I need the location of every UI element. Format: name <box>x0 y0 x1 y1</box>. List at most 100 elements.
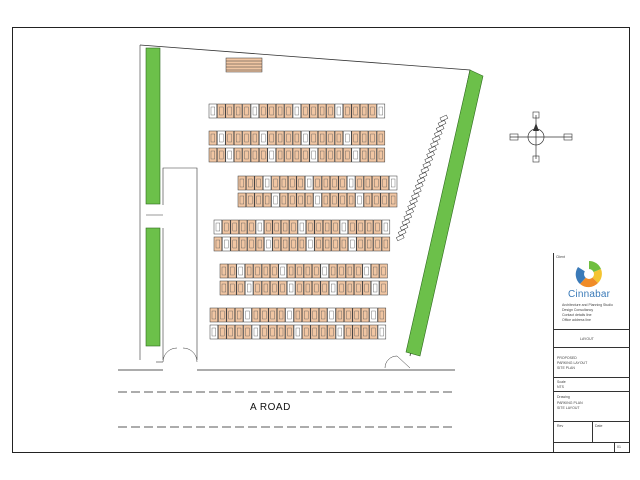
parking-stall <box>271 175 280 191</box>
parking-stall <box>339 236 349 252</box>
car-outline <box>287 327 292 337</box>
car-outline <box>210 106 215 116</box>
parking-stall <box>217 147 226 163</box>
parking-stall <box>301 130 310 146</box>
parking-stall <box>379 263 388 279</box>
parking-stall <box>376 103 386 119</box>
parking-stall <box>364 219 374 235</box>
car-outline <box>367 222 372 232</box>
parking-stall <box>228 263 237 279</box>
parking-stall <box>331 236 340 252</box>
car-outline <box>297 283 302 293</box>
parking-stall <box>284 103 293 119</box>
title-block: Client Cinnabar Architecture and Plannin… <box>553 253 630 453</box>
diagonal-stall <box>409 197 418 205</box>
car-outline <box>341 222 346 232</box>
drawing-line-2: SITE LAYOUT <box>557 406 580 410</box>
car-outline <box>257 222 262 232</box>
parking-stall <box>259 103 268 119</box>
car-outline <box>210 133 215 143</box>
parking-stall <box>254 175 263 191</box>
car-outline <box>322 283 327 293</box>
project-line-2: PARKING LAYOUT <box>557 361 588 365</box>
car-outline <box>261 133 266 143</box>
parking-stall <box>363 175 373 191</box>
parking-stall <box>208 147 218 163</box>
parking-stall <box>312 280 321 296</box>
parking-stall <box>228 280 237 296</box>
parking-stall <box>380 192 389 208</box>
car-outline <box>329 327 334 337</box>
car-outline <box>347 283 352 293</box>
parking-stall <box>254 192 263 208</box>
parking-stall <box>278 263 287 279</box>
parking-stall <box>268 324 277 340</box>
parking-stall <box>304 192 314 208</box>
parking-stall <box>279 192 289 208</box>
parking-stall <box>230 219 239 235</box>
parking-stall <box>219 280 229 296</box>
car-outline <box>280 266 285 276</box>
car-outline <box>325 239 330 249</box>
parking-stall <box>362 280 371 296</box>
car-outline <box>325 222 330 232</box>
parking-stall <box>381 236 391 252</box>
parking-stall <box>267 147 276 163</box>
parking-stall <box>348 236 357 252</box>
car-outline <box>227 106 232 116</box>
car-outline <box>291 239 296 249</box>
car-outline <box>379 327 384 337</box>
car-outline <box>246 266 252 276</box>
car-outline <box>245 310 250 320</box>
parking-stall <box>242 103 251 119</box>
parking-stall <box>388 175 398 191</box>
car-outline <box>249 222 254 232</box>
parking-stall <box>261 263 271 279</box>
parking-stall <box>328 280 338 296</box>
parking-stall <box>225 147 234 163</box>
car-outline <box>240 239 246 249</box>
car-outline <box>363 327 368 337</box>
tagline-2: Design Consultancy <box>562 308 594 312</box>
parking-stall <box>381 219 391 235</box>
car-outline <box>345 106 350 116</box>
car-outline <box>283 222 288 232</box>
parking-stall <box>297 219 307 235</box>
car-outline <box>350 222 355 232</box>
parking-stall <box>222 236 231 252</box>
parking-stall <box>320 280 329 296</box>
diagonal-stall <box>422 161 432 169</box>
car-outline <box>266 239 271 249</box>
parking-stall <box>275 147 285 163</box>
car-outline <box>295 310 300 320</box>
car-outline <box>270 310 275 320</box>
parking-stall <box>369 324 378 340</box>
parking-stall <box>346 192 356 208</box>
parking-stall <box>285 307 294 323</box>
diagonal-stall <box>405 208 414 216</box>
parking-stall <box>310 324 319 340</box>
parking-stall <box>296 192 305 208</box>
diagonal-stall <box>407 203 416 210</box>
car-outline <box>289 283 294 293</box>
parking-stall <box>351 147 360 163</box>
car-outline <box>314 283 319 293</box>
car-outline <box>347 266 352 276</box>
parking-stall <box>234 307 244 323</box>
drawing-row: Drawing PARKING PLAN SITE LAYOUT <box>554 391 630 421</box>
car-outline <box>269 106 274 116</box>
car-outline <box>273 195 278 205</box>
parking-stall <box>317 130 327 146</box>
car-outline <box>350 239 355 249</box>
car-outline <box>362 106 367 116</box>
car-outline <box>357 195 362 205</box>
parking-stall <box>303 280 313 296</box>
car-outline <box>283 239 288 249</box>
car-outline <box>353 133 358 143</box>
parking-stall <box>243 324 252 340</box>
diagonal-stall <box>432 135 441 143</box>
car-outline <box>245 327 250 337</box>
parking-stall <box>286 263 296 279</box>
car-outline <box>358 222 363 232</box>
car-outline <box>219 133 224 143</box>
